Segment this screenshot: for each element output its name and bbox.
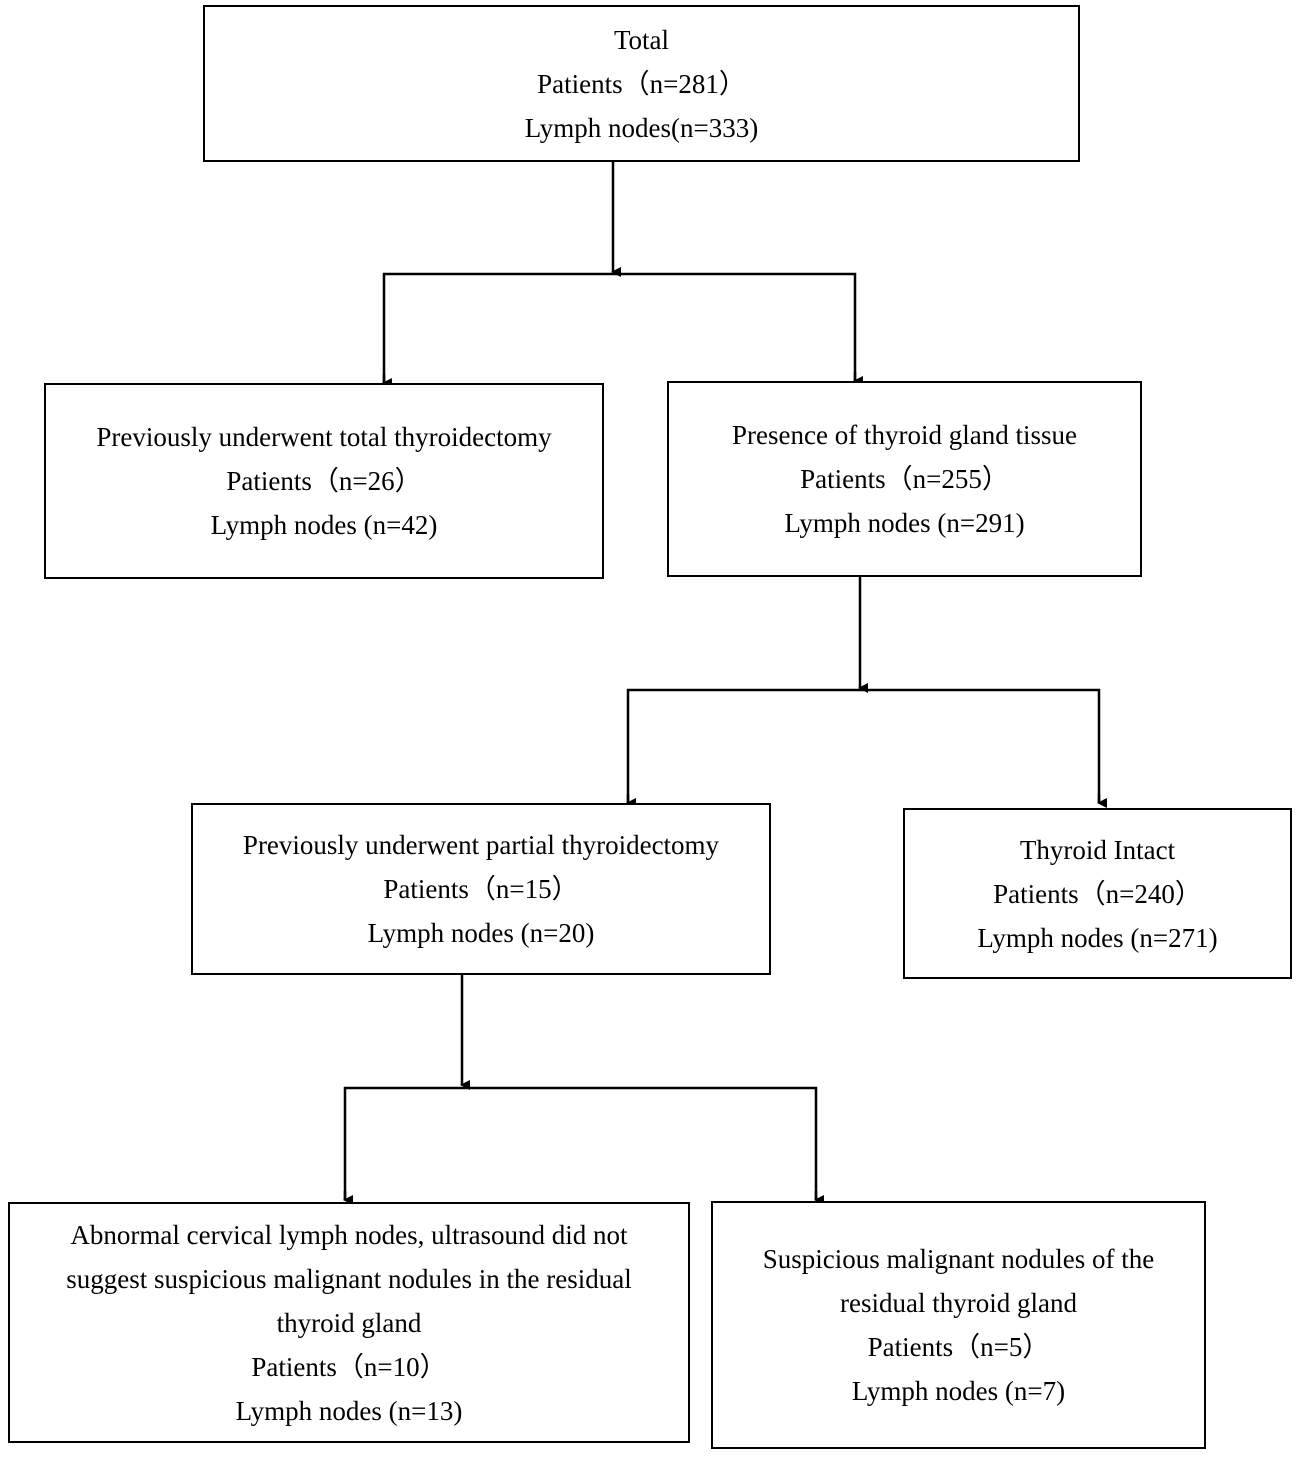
box-abnormal-nodes: Abnormal cervical lymph nodes, ultrasoun… xyxy=(8,1202,690,1443)
box-thyroid-intact-lymph-nodes: Lymph nodes (n=271) xyxy=(977,922,1218,953)
box-suspicious-nodules-patients: Patients（n=5） xyxy=(867,1332,1050,1362)
box-thyroid-tissue-title: Presence of thyroid gland tissue xyxy=(732,420,1077,450)
box-suspicious-nodules-title-line1: Suspicious malignant nodules of the xyxy=(762,1244,1155,1274)
box-abnormal-nodes-patients: Patients（n=10） xyxy=(251,1351,447,1382)
box-partial-thyroidectomy-patients: Patients（n=15） xyxy=(383,874,579,904)
box-partial-thyroidectomy-lymph-nodes: Lymph nodes (n=20) xyxy=(367,918,595,948)
box-total-thyroidectomy-patients: Patients（n=26） xyxy=(226,466,422,496)
box-abnormal-nodes-title-line2: suggest suspicious malignant nodules in … xyxy=(66,1263,632,1294)
box-total-thyroidectomy: Previously underwent total thyroidectomy… xyxy=(44,383,604,579)
box-abnormal-nodes-lymph-nodes: Lymph nodes (n=13) xyxy=(235,1395,463,1426)
box-suspicious-nodules-lymph-nodes: Lymph nodes (n=7) xyxy=(851,1376,1066,1406)
box-total-title: Total xyxy=(613,24,670,55)
box-thyroid-intact-patients: Patients（n=240） xyxy=(993,878,1202,909)
box-total-thyroidectomy-lymph-nodes: Lymph nodes (n=42) xyxy=(210,510,438,540)
box-partial-thyroidectomy: Previously underwent partial thyroidecto… xyxy=(191,803,771,975)
box-total: Total Patients（n=281） Lymph nodes(n=333) xyxy=(203,5,1080,162)
box-thyroid-tissue: Presence of thyroid gland tissue Patient… xyxy=(667,381,1142,577)
box-partial-thyroidectomy-title: Previously underwent partial thyroidecto… xyxy=(242,830,720,860)
box-total-lymph-nodes: Lymph nodes(n=333) xyxy=(524,112,759,143)
box-suspicious-nodules: Suspicious malignant nodules of the resi… xyxy=(711,1201,1206,1449)
box-thyroid-tissue-patients: Patients（n=255） xyxy=(800,464,1009,494)
box-abnormal-nodes-title-line1: Abnormal cervical lymph nodes, ultrasoun… xyxy=(70,1219,628,1250)
branch-thyroid-tissue xyxy=(626,688,1101,803)
box-thyroid-tissue-lymph-nodes: Lymph nodes (n=291) xyxy=(784,508,1025,538)
box-thyroid-intact-title: Thyroid Intact xyxy=(1019,834,1176,865)
branch-total xyxy=(382,272,857,383)
box-abnormal-nodes-title-line3: thyroid gland xyxy=(276,1307,422,1338)
branch-partial xyxy=(343,1086,818,1200)
box-total-patients: Patients（n=281） xyxy=(537,68,746,99)
box-suspicious-nodules-title-line2: residual thyroid gland xyxy=(840,1288,1077,1318)
box-thyroid-intact: Thyroid Intact Patients（n=240） Lymph nod… xyxy=(903,808,1292,979)
box-total-thyroidectomy-title: Previously underwent total thyroidectomy xyxy=(96,422,552,452)
